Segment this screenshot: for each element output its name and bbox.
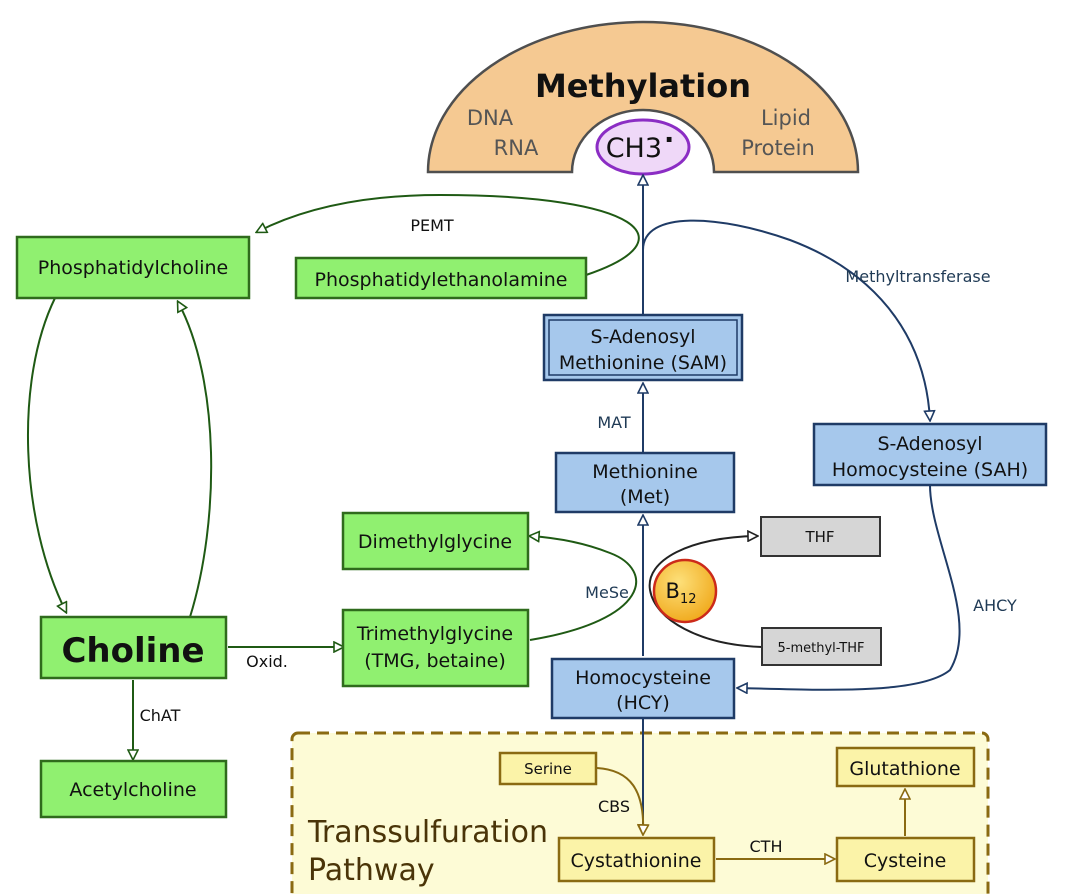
node-cystathionine: Cystathionine bbox=[557, 836, 716, 883]
methylation-title: Methylation bbox=[535, 67, 751, 105]
node-phosphatidylethanolamine: Phosphatidylethanolamine bbox=[294, 256, 588, 300]
svg-text:B12: B12 bbox=[666, 579, 697, 607]
svg-text:Serine: Serine bbox=[524, 760, 572, 778]
node-glutathione: Glutathione bbox=[835, 746, 976, 788]
svg-text:(TMG, betaine): (TMG, betaine) bbox=[364, 650, 505, 672]
node-cysteine: Cysteine bbox=[835, 836, 976, 883]
pemt-label: PEMT bbox=[410, 216, 454, 235]
transsulfuration-label-line2: Pathway bbox=[308, 853, 435, 888]
ahcy-label: AHCY bbox=[973, 596, 1017, 615]
svg-text:Phosphatidylcholine: Phosphatidylcholine bbox=[38, 257, 228, 279]
cbs-label: CBS bbox=[598, 797, 630, 816]
pemt-arrow bbox=[257, 193, 640, 276]
cth-label: CTH bbox=[750, 837, 783, 856]
methylation-rna: RNA bbox=[494, 136, 539, 160]
node-choline: Choline bbox=[39, 615, 228, 680]
node-acetylcholine: Acetylcholine bbox=[39, 759, 228, 819]
chat-label: ChAT bbox=[140, 706, 181, 725]
mese-arrow bbox=[530, 536, 637, 641]
svg-text:S-Adenosyl: S-Adenosyl bbox=[590, 326, 695, 348]
mese-label: MeSe bbox=[585, 583, 629, 602]
node-dimethylglycine: Dimethylglycine bbox=[341, 511, 530, 571]
methyltransferase-label: Methyltransferase bbox=[845, 267, 990, 286]
svg-text:Dimethylglycine: Dimethylglycine bbox=[358, 531, 512, 553]
mat-label: MAT bbox=[597, 413, 631, 432]
svg-text:Trimethylglycine: Trimethylglycine bbox=[356, 623, 513, 645]
oxid-label: Oxid. bbox=[246, 652, 288, 671]
svg-text:Methionine (SAM): Methionine (SAM) bbox=[559, 352, 727, 374]
svg-text:THF: THF bbox=[804, 528, 834, 546]
node-phosphatidylcholine: Phosphatidylcholine bbox=[15, 235, 251, 300]
svg-text:Choline: Choline bbox=[61, 631, 204, 671]
svg-text:Homocysteine (SAH): Homocysteine (SAH) bbox=[832, 459, 1028, 481]
choline-to-pc-arrow bbox=[178, 302, 213, 618]
svg-text:Phosphatidylethanolamine: Phosphatidylethanolamine bbox=[314, 269, 567, 291]
svg-text:(Met): (Met) bbox=[620, 486, 670, 508]
svg-text:S-Adenosyl: S-Adenosyl bbox=[877, 433, 982, 455]
svg-text:Methionine: Methionine bbox=[592, 461, 698, 483]
serine-to-cystathionine-arrow bbox=[596, 767, 643, 834]
svg-text:Acetylcholine: Acetylcholine bbox=[69, 779, 196, 801]
node-serine: Serine bbox=[498, 751, 598, 786]
svg-text:5-methyl-THF: 5-methyl-THF bbox=[778, 641, 865, 656]
methylation-arch bbox=[426, 20, 860, 174]
transsulfuration-label-line1: Transsulfuration bbox=[307, 815, 548, 850]
node-sah: S-Adenosyl Homocysteine (SAH) bbox=[812, 422, 1048, 487]
node-tmg: Trimethylglycine (TMG, betaine) bbox=[341, 608, 530, 688]
pc-to-choline-arrow bbox=[27, 297, 66, 612]
svg-text:Homocysteine: Homocysteine bbox=[575, 667, 711, 689]
node-5-methyl-thf: 5-methyl-THF bbox=[761, 627, 882, 666]
transsulfuration-region bbox=[290, 731, 990, 894]
thf-cycle-arrow bbox=[648, 536, 763, 648]
svg-text:Glutathione: Glutathione bbox=[849, 758, 960, 780]
node-methionine: Methionine (Met) bbox=[554, 451, 736, 514]
methylation-lipid: Lipid bbox=[761, 106, 811, 130]
node-sam: S-Adenosyl Methionine (SAM) bbox=[542, 313, 744, 382]
ch3-label: CH3· bbox=[606, 125, 675, 164]
methylation-protein: Protein bbox=[741, 136, 815, 160]
svg-text:(HCY): (HCY) bbox=[616, 692, 670, 714]
node-thf: THF bbox=[760, 516, 881, 557]
methyltransferase-arrow bbox=[642, 219, 930, 420]
node-homocysteine: Homocysteine (HCY) bbox=[550, 657, 736, 720]
svg-text:Cystathionine: Cystathionine bbox=[571, 850, 702, 872]
b12-subscript: 12 bbox=[680, 592, 697, 607]
methylation-dna: DNA bbox=[467, 106, 514, 130]
node-b12: B12 bbox=[652, 558, 718, 624]
ahcy-arrow bbox=[738, 484, 961, 690]
svg-text:Cysteine: Cysteine bbox=[864, 850, 947, 872]
ch3-dot: · bbox=[664, 125, 674, 156]
